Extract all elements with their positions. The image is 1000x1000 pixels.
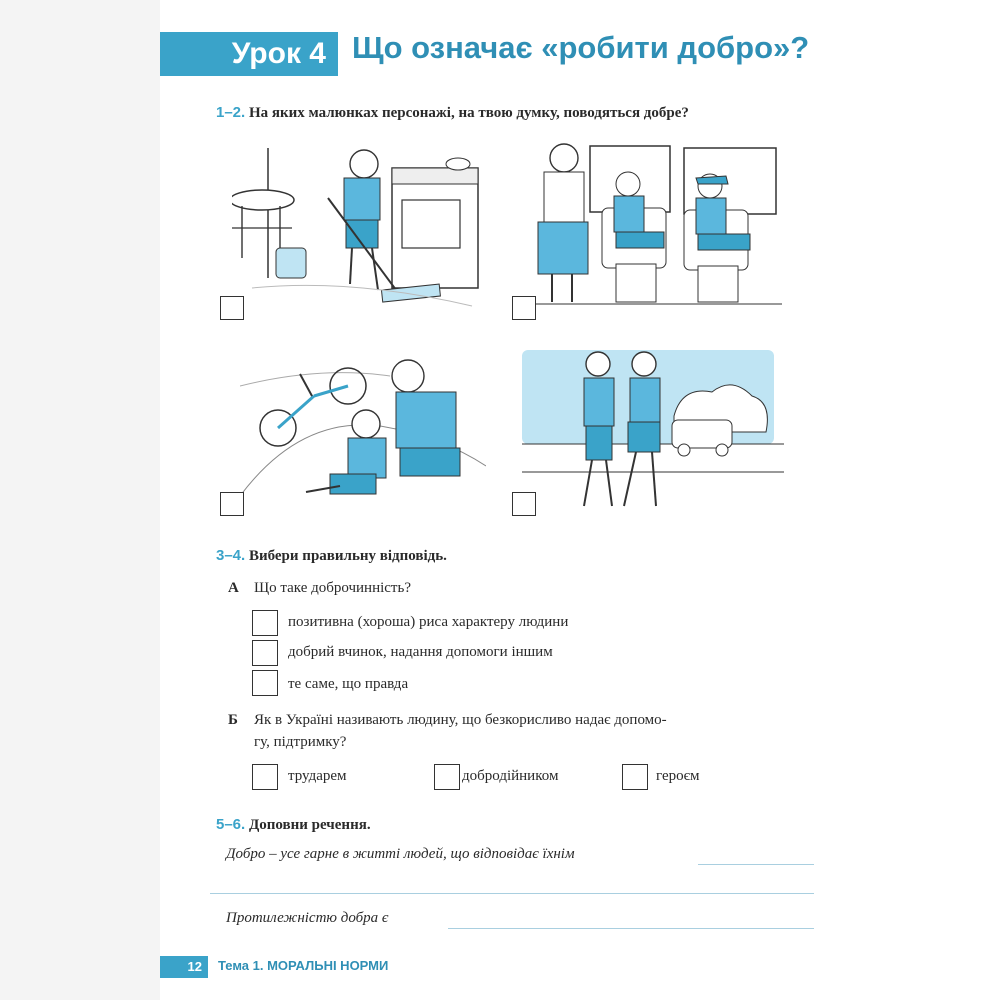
question-a-option-2-checkbox[interactable]	[252, 640, 278, 666]
question-b-option-2-checkbox[interactable]	[434, 764, 460, 790]
task-1-number: 1–2.	[216, 104, 246, 121]
task-2-heading: 3–4. Вибери правильну відповідь.	[216, 547, 447, 565]
task-3-number: 5–6.	[216, 816, 246, 833]
question-a-option-1-checkbox[interactable]	[252, 610, 278, 636]
children-talking-on-street-picture	[522, 346, 784, 522]
question-b-text-line-1: Як в Україні називають людину, що безкор…	[254, 712, 667, 728]
question-b-option-1: трударем	[288, 768, 347, 784]
question-b-option-2: добродійником	[462, 768, 559, 784]
task-1-text: На яких малюнках персонажі, на твою думк…	[248, 105, 689, 121]
page-margin-left	[0, 0, 160, 1000]
topic-label: Тема 1. МОРАЛЬНІ НОРМИ	[218, 958, 389, 973]
question-b-option-1-checkbox[interactable]	[252, 764, 278, 790]
task-3-text: Доповни речення.	[248, 817, 371, 833]
sentence-2-answer-line[interactable]	[448, 928, 814, 929]
question-b-option-3-checkbox[interactable]	[622, 764, 648, 790]
girl-helping-injured-boy-picture	[240, 346, 486, 508]
picture-2-checkbox[interactable]	[512, 296, 536, 320]
picture-4-checkbox[interactable]	[512, 492, 536, 516]
question-a-option-1: позитивна (хороша) риса характеру людини	[288, 614, 569, 630]
lesson-label: Урок 4	[160, 32, 338, 76]
question-b-text-line-2: гу, підтримку?	[254, 734, 347, 750]
picture-3-checkbox[interactable]	[220, 492, 244, 516]
page-number: 12	[160, 956, 208, 978]
sentence-1-prompt: Добро – усе гарне в житті людей, що відп…	[226, 846, 575, 862]
sentence-1-answer-line-1[interactable]	[698, 864, 814, 865]
question-a-letter: А	[228, 580, 239, 596]
page-margin-right	[834, 0, 1000, 1000]
page-title: Що означає «робити добро»?	[352, 30, 810, 65]
sentence-2-prompt: Протилежністю добра є	[226, 910, 389, 926]
task-1-heading: 1–2. На яких малюнках персонажі, на твою…	[216, 104, 689, 122]
boy-giving-seat-picture	[520, 138, 782, 314]
question-a-option-3-checkbox[interactable]	[252, 670, 278, 696]
question-a-option-3: те саме, що правда	[288, 676, 409, 692]
task-2-number: 3–4.	[216, 547, 246, 564]
girl-mopping-floor-picture	[232, 138, 492, 318]
task-3-heading: 5–6. Доповни речення.	[216, 816, 371, 834]
question-a-option-2: добрий вчинок, надання допомоги іншим	[288, 644, 553, 660]
question-b-option-3: героєм	[656, 768, 700, 784]
picture-1-checkbox[interactable]	[220, 296, 244, 320]
question-b-letter: Б	[228, 712, 238, 728]
question-a-text: Що таке доброчинність?	[254, 580, 411, 596]
task-2-text: Вибери правильну відповідь.	[248, 548, 447, 564]
sentence-1-answer-line-2[interactable]	[210, 893, 814, 894]
